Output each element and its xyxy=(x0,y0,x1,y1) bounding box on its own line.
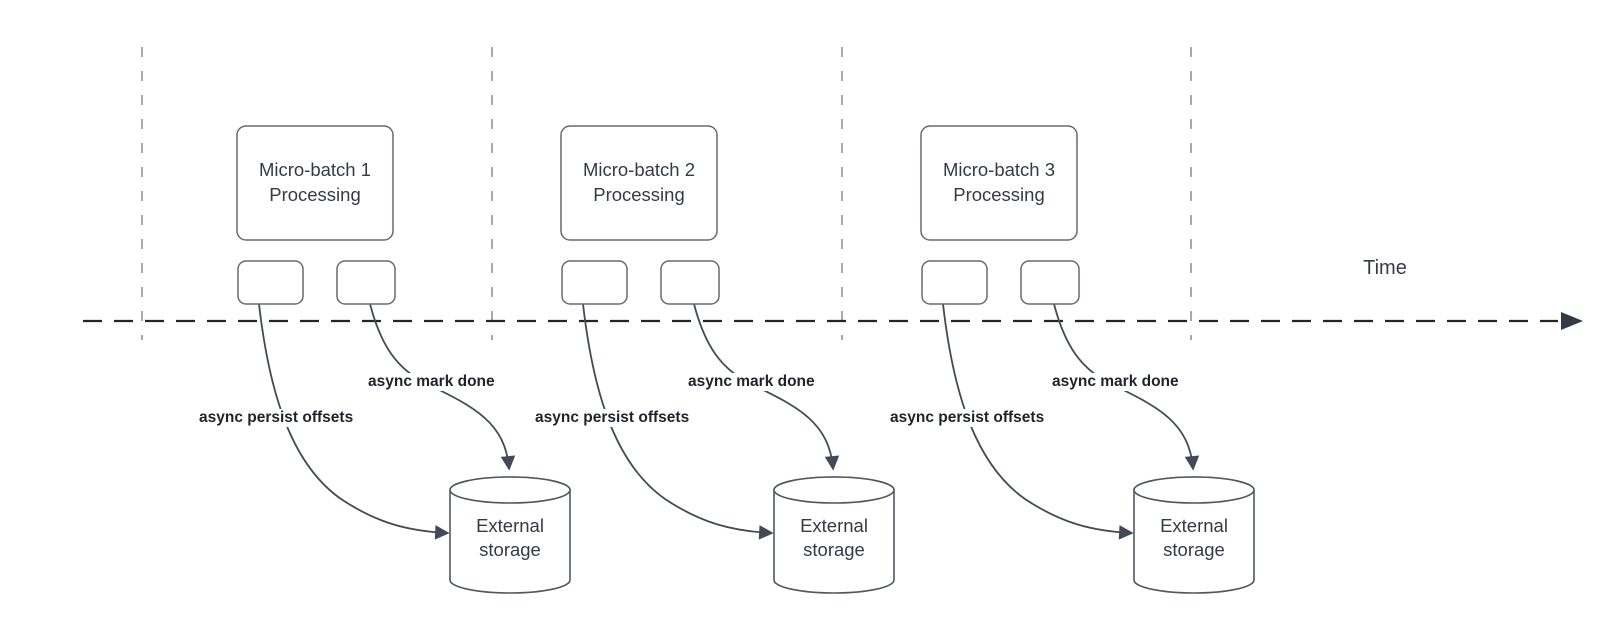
batch-3-processing-box xyxy=(920,125,1078,241)
batch-1-mark-done-label: async mark done xyxy=(366,373,497,391)
batch-3-group xyxy=(920,125,1255,594)
batch-3-storage-cylinder-rim xyxy=(1133,476,1255,504)
batch-1-storage-label: External storage xyxy=(476,514,544,560)
batch-2-storage-cylinder-rim xyxy=(773,476,895,504)
batch-2-processing-box xyxy=(560,125,718,241)
batch-2-persist-offsets-label: async persist offsets xyxy=(533,409,692,427)
batch-1-persist-offsets-label: async persist offsets xyxy=(197,409,356,427)
batch-3-persist-offsets-arrow xyxy=(942,303,1131,533)
batch-3-task-box-right xyxy=(1020,260,1080,305)
batch-2-group xyxy=(560,125,895,594)
batch-2-processing-label: Micro-batch 2 Processing xyxy=(582,159,696,205)
time-axis-label: Time xyxy=(1363,257,1407,279)
batch-1-persist-offsets-arrow xyxy=(258,303,447,533)
batch-1-group xyxy=(236,125,571,594)
batch-3-mark-done-label: async mark done xyxy=(1050,373,1181,391)
batch-1-task-box-left xyxy=(237,260,304,305)
batch-2-storage-label: External storage xyxy=(800,514,868,560)
batch-1-processing-box xyxy=(236,125,394,241)
batch-1-storage-cylinder-rim xyxy=(449,476,571,504)
batch-1-task-box-right xyxy=(336,260,396,305)
batch-3-storage-label: External storage xyxy=(1160,514,1228,560)
batch-2-mark-done-label: async mark done xyxy=(686,373,817,391)
batch-2-task-box-right xyxy=(660,260,720,305)
batch-3-persist-offsets-label: async persist offsets xyxy=(888,409,1047,427)
batch-2-persist-offsets-arrow xyxy=(582,303,771,533)
time-axis-arrowhead-icon xyxy=(1561,312,1583,330)
batch-1-processing-label: Micro-batch 1 Processing xyxy=(258,159,372,205)
batch-2-task-box-left xyxy=(561,260,628,305)
batch-3-processing-label: Micro-batch 3 Processing xyxy=(942,159,1056,205)
batch-3-task-box-left xyxy=(921,260,988,305)
